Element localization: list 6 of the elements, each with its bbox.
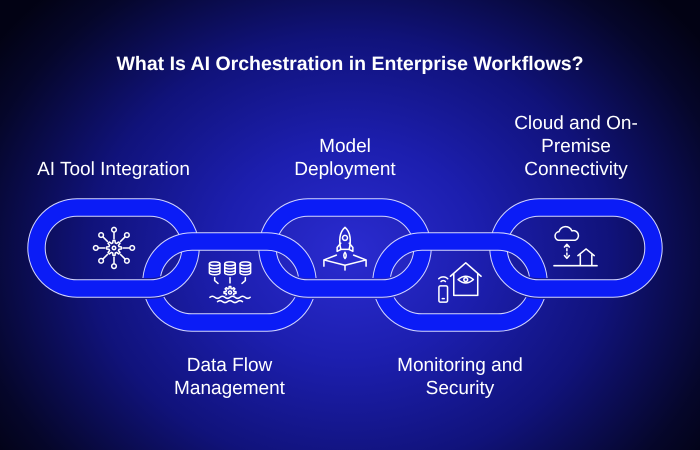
step-label: Cloud and On-Premise Connectivity bbox=[513, 112, 639, 181]
diagram-title: What Is AI Orchestration in Enterprise Workflows? bbox=[116, 52, 584, 76]
step-label: Monitoring and Security bbox=[396, 354, 524, 400]
step-label: AI Tool Integration bbox=[37, 158, 190, 181]
step-label: Data Flow Management bbox=[173, 354, 286, 400]
step-label: Model Deployment bbox=[293, 135, 397, 181]
